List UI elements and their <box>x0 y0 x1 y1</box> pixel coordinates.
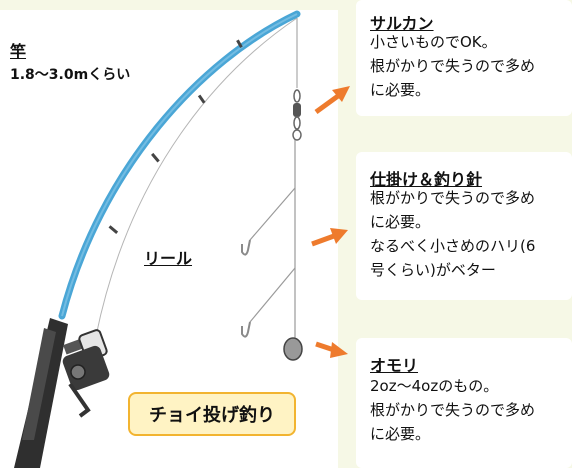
sinker-line-2: 根がかりで失うので多め <box>370 401 536 419</box>
rig-line-4: 号くらい)がベター <box>370 261 496 279</box>
rod-length: 1.8〜3.0mくらい <box>10 67 131 83</box>
illustration-panel <box>0 10 338 468</box>
rod-blank <box>58 10 301 320</box>
rig-line-1: 根がかりで失うので多め <box>370 189 536 207</box>
sinker-line-3: に必要。 <box>370 425 431 443</box>
swivel-icon <box>292 89 302 141</box>
style-badge: チョイ投げ釣り <box>128 392 296 436</box>
arrow-sinker-icon <box>315 341 348 358</box>
sinker-icon <box>283 337 303 361</box>
rod-guides <box>108 39 243 234</box>
swivel-line-1: 小さいものでOK。 <box>370 33 497 51</box>
sinker-title: オモリ <box>370 356 419 375</box>
reel-icon <box>62 329 110 418</box>
rig-line-3: なるべく小さめのハリ(6 <box>370 237 536 255</box>
swivel-line-2: 根がかりで失うので多め <box>370 57 536 75</box>
arrow-swivel-icon <box>314 86 350 115</box>
arrow-rig-icon <box>311 228 348 247</box>
style-badge-text: チョイ投げ釣り <box>149 405 275 426</box>
rig-title: 仕掛け＆釣り針 <box>370 170 483 189</box>
rig-card: 仕掛け＆釣り針 根がかりで失うので多め に必要。 なるべく小さめのハリ(6 号く… <box>356 152 572 300</box>
hook-lower-icon <box>241 267 296 338</box>
rod-title: 竿 <box>10 42 27 61</box>
swivel-line-3: に必要。 <box>370 81 431 99</box>
sinker-card: オモリ 2oz〜4ozのもの。 根がかりで失うので多め に必要。 <box>356 338 572 468</box>
rod-line <box>95 17 298 337</box>
hook-upper-icon <box>241 187 296 256</box>
swivel-card: サルカン 小さいものでOK。 根がかりで失うので多め に必要。 <box>356 0 572 116</box>
swivel-title: サルカン <box>370 14 434 33</box>
reel-label: リール <box>144 249 193 268</box>
sinker-line-1: 2oz〜4ozのもの。 <box>370 377 499 395</box>
rig-line-2: に必要。 <box>370 213 431 231</box>
